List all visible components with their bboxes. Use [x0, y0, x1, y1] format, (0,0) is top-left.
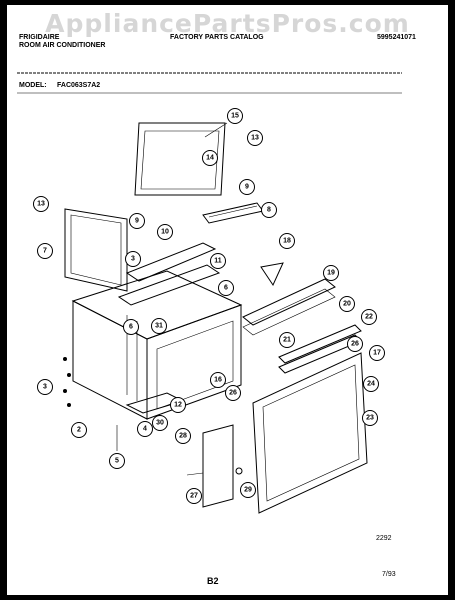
callout-31: 31 [151, 318, 167, 334]
svg-text:2: 2 [77, 427, 81, 434]
callout-30: 30 [152, 415, 168, 431]
svg-text:24: 24 [367, 381, 375, 388]
svg-text:21: 21 [283, 337, 291, 344]
svg-text:30: 30 [156, 420, 164, 427]
brand-label: FRIGIDAIRE [19, 34, 60, 41]
callout-26: 26 [225, 385, 241, 401]
svg-text:26: 26 [351, 341, 359, 348]
callout-3b: 3 [37, 379, 53, 395]
svg-text:23: 23 [366, 415, 374, 422]
callout-12: 12 [170, 397, 186, 413]
svg-text:20: 20 [343, 301, 351, 308]
callout-5: 5 [109, 453, 125, 469]
filter-clip-part [260, 262, 284, 287]
callout-19: 19 [323, 265, 339, 281]
svg-text:15: 15 [231, 113, 239, 120]
svg-text:26: 26 [229, 390, 237, 397]
callout-9b: 9 [129, 213, 145, 229]
callout-6: 6 [218, 280, 234, 296]
callout-6b: 6 [123, 319, 139, 335]
svg-text:4: 4 [143, 426, 147, 433]
cabinet-part [71, 270, 243, 420]
svg-text:28: 28 [179, 433, 187, 440]
model-number: FAC063S7A2 [57, 82, 101, 89]
callout-14: 14 [202, 150, 218, 166]
watermark: AppliancePartsPros.com [45, 9, 410, 38]
svg-text:6: 6 [224, 285, 228, 292]
svg-text:3: 3 [43, 384, 47, 391]
svg-text:3: 3 [131, 256, 135, 263]
callout-13: 13 [247, 130, 263, 146]
svg-text:7: 7 [43, 248, 47, 255]
callout-11: 11 [210, 253, 226, 269]
svg-text:12: 12 [174, 402, 182, 409]
callout-2: 2 [71, 422, 87, 438]
callout-25: 26 [347, 336, 363, 352]
catalog-number: 5995241071 [377, 34, 416, 41]
product-label: ROOM AIR CONDITIONER [19, 42, 106, 49]
svg-text:29: 29 [244, 487, 252, 494]
callout-29: 29 [240, 482, 256, 498]
callout-7: 7 [37, 243, 53, 259]
catalog-title: FACTORY PARTS CATALOG [170, 34, 264, 41]
callout-18: 18 [279, 233, 295, 249]
svg-text:31: 31 [155, 323, 163, 330]
control-bracket-part [186, 424, 243, 508]
svg-text:27: 27 [190, 493, 198, 500]
revision-date: 7/93 [382, 571, 396, 578]
model-label: MODEL: [19, 82, 47, 89]
callout-8: 8 [261, 202, 277, 218]
svg-text:6: 6 [129, 324, 133, 331]
drain-rail-part [242, 278, 336, 336]
svg-text:9: 9 [245, 184, 249, 191]
svg-text:11: 11 [214, 258, 222, 265]
callout-17: 17 [369, 345, 385, 361]
callout-9: 9 [239, 179, 255, 195]
svg-text:14: 14 [206, 155, 214, 162]
svg-text:18: 18 [283, 238, 291, 245]
callout-4: 4 [137, 421, 153, 437]
screw-set [63, 357, 118, 451]
louver-part [202, 202, 264, 224]
callout-13b: 13 [33, 196, 49, 212]
callout-27: 27 [186, 488, 202, 504]
vane-set-part [278, 324, 362, 374]
callout-3: 3 [125, 251, 141, 267]
exploded-view-diagram: 15 13 14 9 8 13 9 7 10 18 3 11 6 19 20 2… [17, 72, 402, 514]
callout-10: 10 [157, 224, 173, 240]
window-panel-part [134, 122, 228, 196]
svg-text:22: 22 [365, 314, 373, 321]
callout-21: 21 [279, 332, 295, 348]
page-number: B2 [207, 576, 219, 586]
parts-sheet: AppliancePartsPros.com FRIGIDAIRE ROOM A… [7, 5, 448, 595]
callout-22: 22 [361, 309, 377, 325]
callout-24: 24 [363, 376, 379, 392]
callout-28: 28 [175, 428, 191, 444]
side-panel-part [64, 208, 128, 292]
callout-16: 16 [210, 372, 226, 388]
callout-15: 15 [227, 108, 243, 124]
svg-text:8: 8 [267, 207, 271, 214]
front-grille-part [252, 352, 368, 514]
svg-text:13: 13 [251, 135, 259, 142]
svg-text:16: 16 [214, 377, 222, 384]
svg-text:9: 9 [135, 218, 139, 225]
svg-text:13: 13 [37, 201, 45, 208]
callout-20: 20 [339, 296, 355, 312]
svg-text:17: 17 [373, 350, 381, 357]
svg-text:10: 10 [161, 229, 169, 236]
svg-text:19: 19 [327, 270, 335, 277]
drawing-code: 2292 [376, 535, 392, 542]
callout-23: 23 [362, 410, 378, 426]
svg-text:5: 5 [115, 458, 119, 465]
